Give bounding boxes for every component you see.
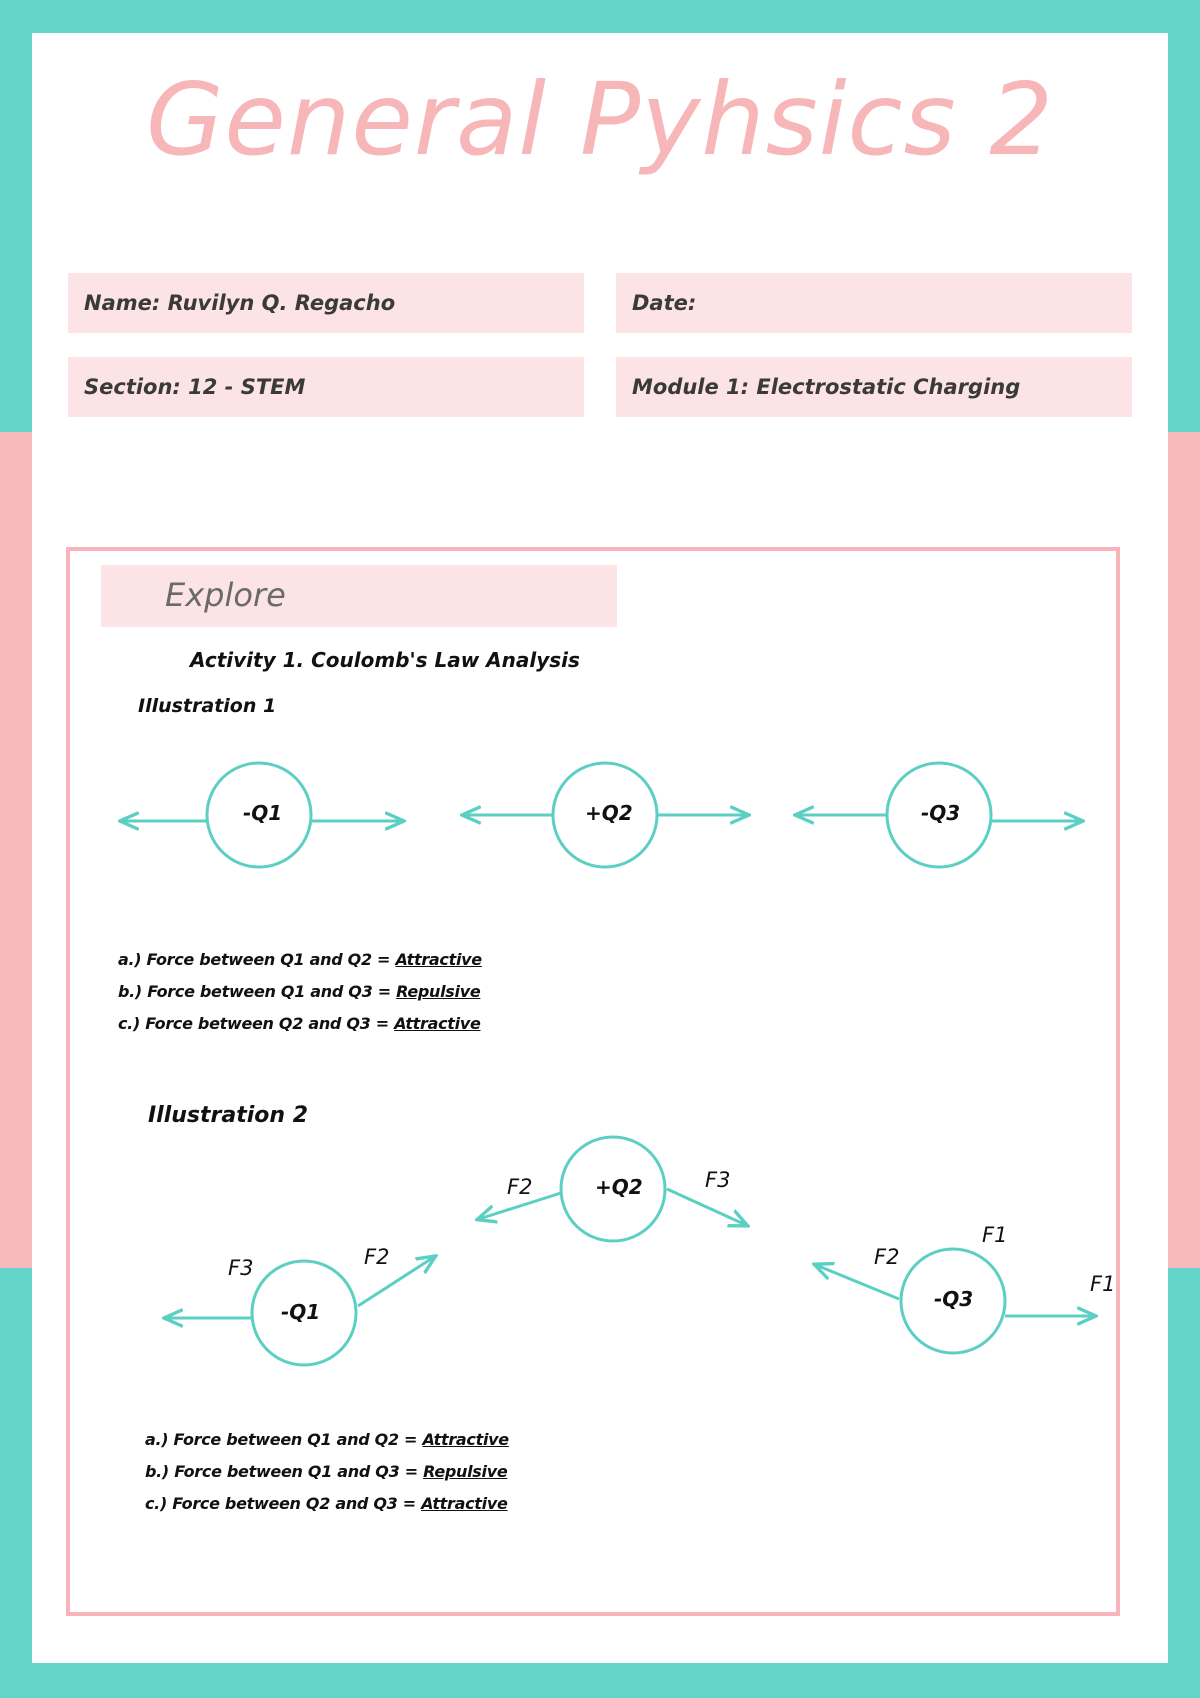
ill1-answer-b: b.) Force between Q1 and Q3 = Repulsive: [118, 982, 481, 1001]
ill2-q3-top-force: F1: [982, 1223, 1008, 1247]
section-field: Section: 12 - STEM: [68, 357, 584, 417]
activity-title: Activity 1. Coulomb's Law Analysis: [190, 648, 580, 672]
ill2-q2-left-force: F2: [507, 1175, 533, 1199]
section-text: Section: 12 - STEM: [84, 375, 306, 399]
ill1-q1-circle: [205, 761, 313, 869]
ill2-q3-left-arrow: [816, 1265, 900, 1301]
date-text: Date:: [632, 291, 697, 315]
ill2-q1-label: -Q1: [281, 1300, 321, 1324]
ill2-answer-b: b.) Force between Q1 and Q3 = Repulsive: [145, 1462, 508, 1481]
ill2-q3-right-force: F1: [1090, 1272, 1116, 1296]
ill2-answer-c: c.) Force between Q2 and Q3 = Attractive: [145, 1494, 508, 1513]
explore-heading: Explore: [165, 576, 286, 614]
name-field: Name: Ruvilyn Q. Regacho: [68, 273, 584, 333]
illustration-1-label: Illustration 1: [138, 695, 277, 717]
ill1-answer-a-value: Attractive: [395, 950, 482, 969]
ill2-q1-circle: [250, 1259, 358, 1367]
date-field: Date:: [616, 273, 1132, 333]
ill1-q2-label: +Q2: [585, 801, 633, 825]
ill1-answer-a: a.) Force between Q1 and Q2 = Attractive: [118, 950, 482, 969]
ill2-answer-b-value: Repulsive: [423, 1462, 508, 1481]
module-field: Module 1: Electrostatic Charging: [616, 357, 1132, 417]
ill1-answer-b-value: Repulsive: [396, 982, 481, 1001]
ill2-q2-right-arrow: [666, 1187, 746, 1225]
ill1-q1-label: -Q1: [243, 801, 283, 825]
ill1-q3-label: -Q3: [921, 801, 961, 825]
ill2-answer-a: a.) Force between Q1 and Q2 = Attractive: [145, 1430, 509, 1449]
explore-frame: [66, 547, 1120, 1616]
ill2-q2-right-force: F3: [705, 1168, 731, 1192]
ill2-q1-right-force: F2: [364, 1245, 390, 1269]
ill2-q2-circle: [559, 1135, 667, 1243]
ill1-answer-c-value: Attractive: [394, 1014, 481, 1033]
name-text: Name: Ruvilyn Q. Regacho: [84, 291, 396, 315]
ill2-q1-right-arrow: [357, 1257, 434, 1308]
ill2-q3-circle: [899, 1247, 1007, 1355]
module-text: Module 1: Electrostatic Charging: [632, 375, 1021, 399]
ill2-answer-c-value: Attractive: [421, 1494, 508, 1513]
ill2-q1-left-force: F3: [228, 1256, 254, 1280]
ill1-answer-c: c.) Force between Q2 and Q3 = Attractive: [118, 1014, 481, 1033]
explore-heading-bar: [101, 565, 617, 627]
ill2-answer-a-value: Attractive: [422, 1430, 509, 1449]
ill2-q3-label: -Q3: [934, 1287, 974, 1311]
page-title: General Pyhsics 2: [145, 61, 1055, 178]
illustration-2-label: Illustration 2: [148, 1103, 309, 1128]
ill2-q2-label: +Q2: [595, 1175, 643, 1199]
ill2-q2-left-arrow: [479, 1191, 562, 1219]
ill2-q3-left-force: F2: [874, 1245, 900, 1269]
